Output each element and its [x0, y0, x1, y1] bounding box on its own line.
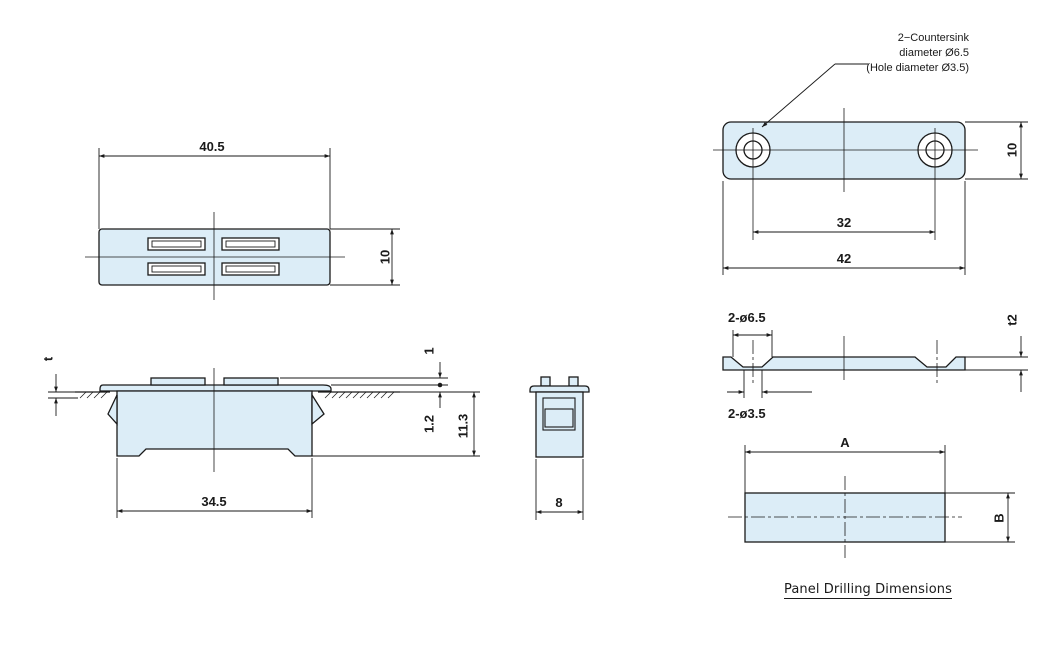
dim-end-width: 8 [555, 495, 562, 510]
dim-top-height: 10 [377, 250, 392, 264]
strike-plate-view: 2−Countersink diameter Ø6.5 (Hole diamet… [713, 32, 1028, 275]
magnet-right [223, 377, 279, 386]
panel-drilling-caption: Panel Drilling Dimensions [784, 582, 953, 599]
clip-left [107, 394, 118, 426]
panel-drilling-view: A B [728, 435, 1015, 558]
side-view: t 1 1.2 11.3 34.5 [40, 347, 480, 518]
countersink-dim: 2-ø6.5 [728, 310, 766, 325]
catch-flange [99, 384, 332, 392]
end-magnet-right [568, 376, 579, 387]
end-view: 8 [529, 376, 590, 520]
dim-b: B [991, 513, 1006, 522]
dim-a: A [840, 435, 850, 450]
clip-right [311, 392, 325, 426]
dim-side-width: 34.5 [201, 494, 226, 509]
countersink-note-1: 2−Countersink [898, 32, 970, 44]
top-view: 40.5 10 [85, 139, 400, 300]
dim-t: t [40, 356, 55, 361]
dim-side-height: 11.3 [455, 414, 470, 439]
end-magnet-left [540, 376, 551, 387]
hole-dim: 2-ø3.5 [728, 406, 766, 421]
countersink-note-2: diameter Ø6.5 [899, 47, 969, 59]
dim-plate-length: 42 [837, 251, 851, 266]
plate-section-view: 2-ø6.5 2-ø3.5 t2 [722, 310, 1028, 421]
dim-plate-pitch: 32 [837, 215, 851, 230]
dim-one-two: 1.2 [421, 415, 436, 433]
catch-body-side [116, 390, 313, 457]
dim-t2: t2 [1004, 314, 1019, 326]
magnet-left [150, 377, 206, 386]
dim-top-width: 40.5 [199, 139, 224, 154]
dim-plate-height: 10 [1004, 143, 1019, 157]
dim-one: 1 [421, 347, 436, 354]
magnet-slots [147, 237, 280, 276]
end-flange [529, 385, 590, 393]
panel-hatching [79, 391, 395, 399]
countersink-note-3: (Hole diameter Ø3.5) [866, 62, 969, 74]
